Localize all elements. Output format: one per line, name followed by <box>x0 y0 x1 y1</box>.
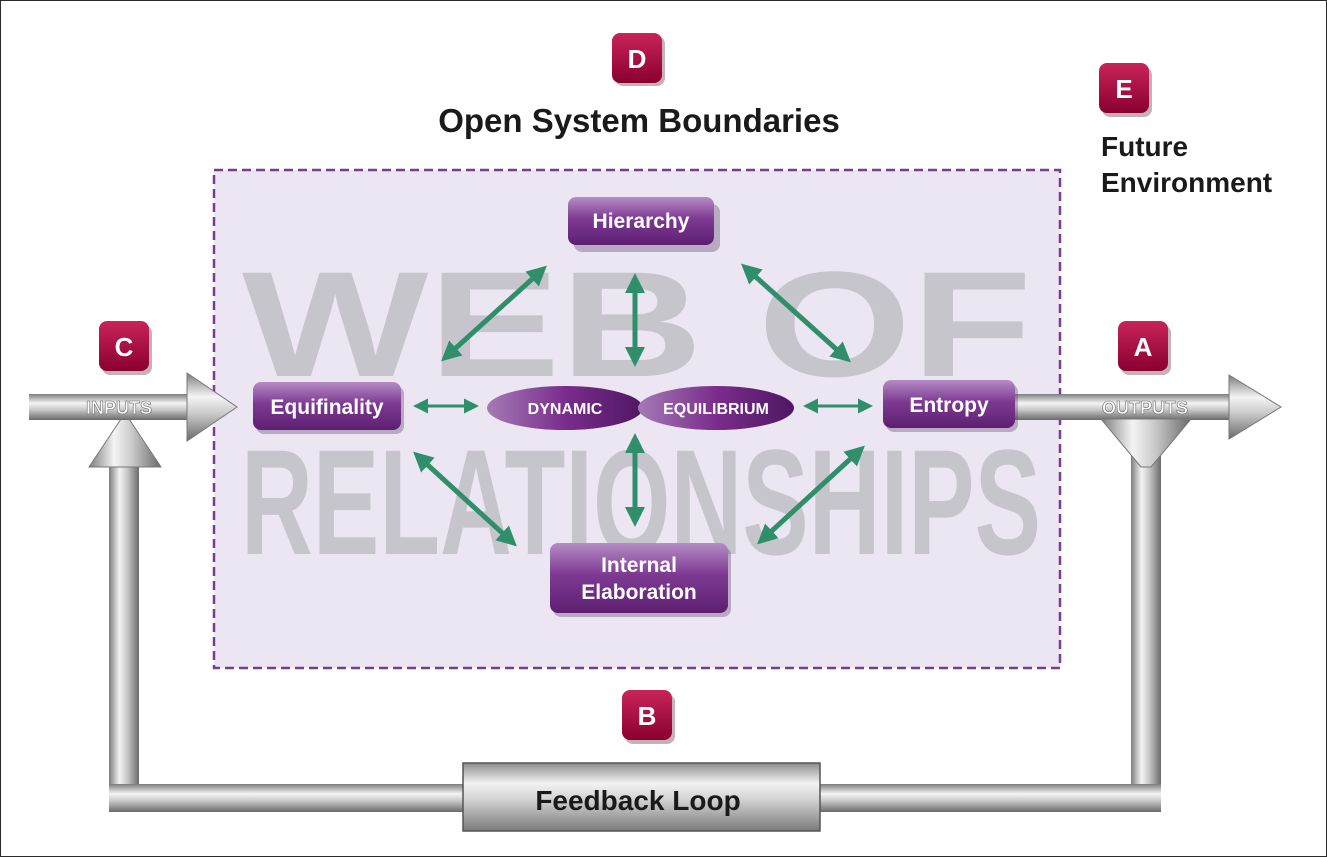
node-equifinality: Equifinality <box>253 382 404 434</box>
equilibrium-ellipse <box>638 386 794 430</box>
node-entropy: Entropy <box>883 380 1018 432</box>
relationship-arrows <box>413 263 865 547</box>
node-equifinality-label: Equifinality <box>270 396 383 419</box>
marker-e: E <box>1099 63 1152 117</box>
marker-d-label: D <box>628 44 647 74</box>
marker-c-label: C <box>115 332 134 362</box>
outputs-pipe <box>1013 394 1235 420</box>
future-environment-line1: Future <box>1101 131 1188 162</box>
arrow-equifinality-internal <box>413 451 517 547</box>
feedback-pipe-right <box>1131 449 1161 811</box>
outputs-label: OUTPUTS <box>1102 398 1188 418</box>
feedback-loop-label: Feedback Loop <box>535 785 740 816</box>
future-environment-line2: Environment <box>1101 167 1272 198</box>
arrow-entropy-internal <box>757 445 865 545</box>
page-title: Open System Boundaries <box>438 102 840 139</box>
arrow-equifinality-hierarchy <box>441 265 547 362</box>
marker-a: A <box>1118 321 1171 375</box>
dynamic-ellipse <box>487 386 643 430</box>
feedback-loop-box <box>462 762 821 832</box>
feedback-up-arrowhead <box>88 412 162 468</box>
outputs-arrowhead <box>1228 374 1282 440</box>
marker-c: C <box>99 321 152 375</box>
inputs-arrowhead <box>186 372 238 442</box>
node-internal-label-line1: Internal <box>601 554 677 577</box>
node-hierarchy: Hierarchy <box>568 197 720 252</box>
arrow-hierarchy-entropy <box>741 263 851 363</box>
node-hierarchy-label: Hierarchy <box>593 210 690 233</box>
equilibrium-label: EQUILIBRIUM <box>663 401 769 418</box>
node-entropy-label: Entropy <box>909 394 989 417</box>
feedback-pipe-left <box>109 459 139 811</box>
marker-b-label: B <box>638 701 657 731</box>
marker-e-label: E <box>1115 74 1132 104</box>
node-internal-elaboration: Internal Elaboration <box>550 543 731 617</box>
node-internal-label-line2: Elaboration <box>581 581 697 604</box>
marker-d: D <box>612 33 665 86</box>
dynamic-label: DYNAMIC <box>528 401 603 418</box>
marker-a-label: A <box>1134 332 1153 362</box>
outputs-funnel <box>1099 418 1193 468</box>
marker-b: B <box>622 690 675 744</box>
inputs-label: INPUTS <box>86 398 152 418</box>
inputs-pipe <box>29 394 191 420</box>
